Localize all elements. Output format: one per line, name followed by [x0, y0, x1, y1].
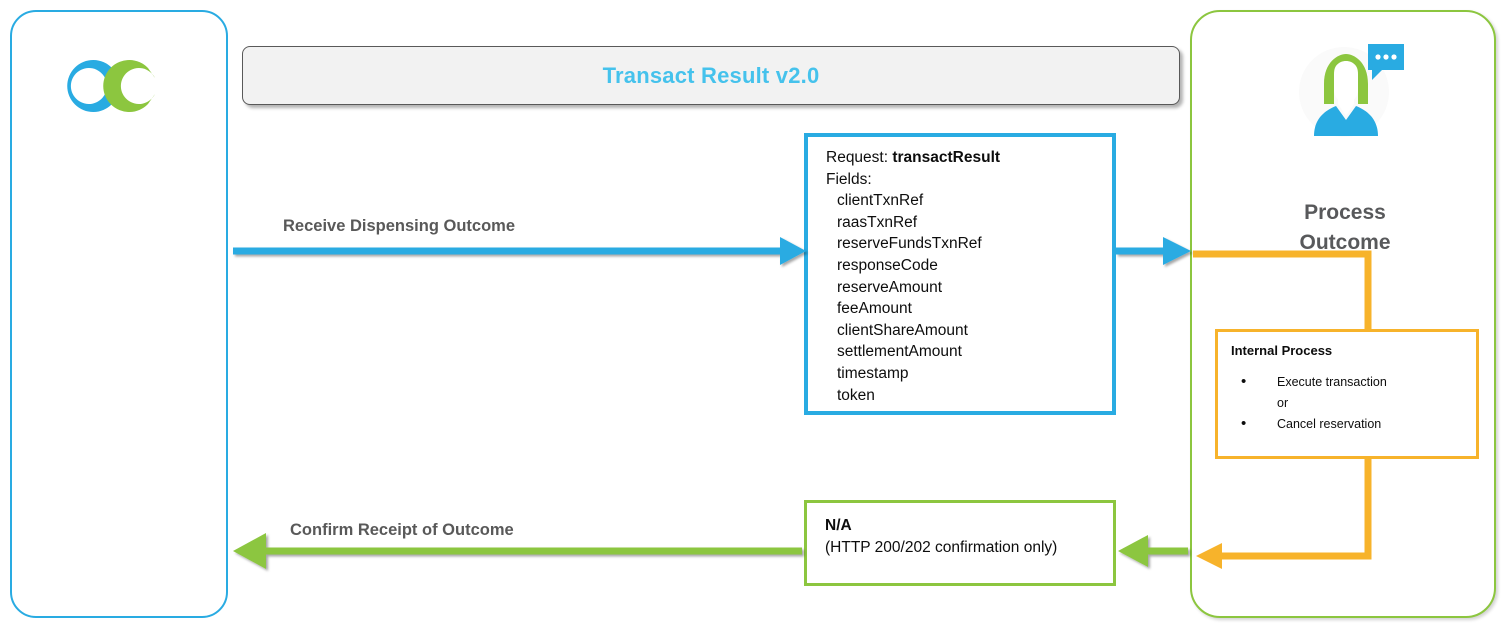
left-actor-panel	[10, 10, 228, 618]
right-actor-title-line2: Outcome	[1299, 231, 1391, 254]
internal-process-title: Internal Process	[1231, 343, 1333, 358]
flow-arrow-receive-dispensing-outcome	[233, 237, 806, 265]
right-actor-panel: Process Outcome	[1190, 10, 1496, 618]
request-field: reserveAmount	[837, 278, 943, 296]
request-field: timestamp	[837, 364, 909, 382]
request-header-prefix: Request:	[826, 149, 893, 166]
request-field: clientShareAmount	[837, 321, 968, 339]
internal-process-item: Execute transaction	[1231, 371, 1476, 393]
internal-process-list: Execute transaction or Cancel reservatio…	[1231, 371, 1476, 435]
person-with-speech-bubble-icon	[1294, 40, 1406, 144]
diagram-title: Transact Result v2.0	[602, 62, 820, 88]
diagram-title-bar: Transact Result v2.0	[242, 46, 1180, 105]
flow-label-receive-dispensing-outcome: Receive Dispensing Outcome	[283, 217, 515, 235]
flow-label-confirm-receipt-of-outcome: Confirm Receipt of Outcome	[290, 521, 514, 539]
internal-process-item: Cancel reservation	[1231, 413, 1476, 435]
request-fields-label: Fields:	[826, 170, 872, 188]
request-header: Request: transactResult	[826, 147, 1112, 169]
interlocking-rings-logo	[64, 48, 196, 124]
response-title: N/A	[825, 517, 852, 534]
response-subtitle: (HTTP 200/202 confirmation only)	[825, 539, 1058, 556]
request-field: raasTxnRef	[837, 213, 918, 231]
request-field: responseCode	[837, 256, 938, 274]
internal-process-item: or	[1277, 396, 1289, 410]
right-actor-title: Process Outcome	[1192, 198, 1498, 258]
request-field: settlementAmount	[837, 343, 962, 361]
flow-arrow-receive-continuation	[1116, 237, 1191, 265]
request-message-box: Request: transactResult Fields: clientTx…	[804, 133, 1116, 415]
flow-arrow-confirm-segment-right	[1118, 535, 1188, 567]
response-message-box: N/A (HTTP 200/202 confirmation only)	[804, 500, 1116, 586]
right-actor-title-line1: Process	[1304, 201, 1386, 224]
request-field: clientTxnRef	[837, 192, 924, 210]
request-header-value: transactResult	[892, 149, 1001, 166]
request-field: reserveFundsTxnRef	[837, 235, 982, 253]
internal-process-box: Internal Process Execute transaction or …	[1215, 329, 1479, 459]
request-field: feeAmount	[837, 300, 912, 318]
request-field: token	[837, 386, 875, 404]
